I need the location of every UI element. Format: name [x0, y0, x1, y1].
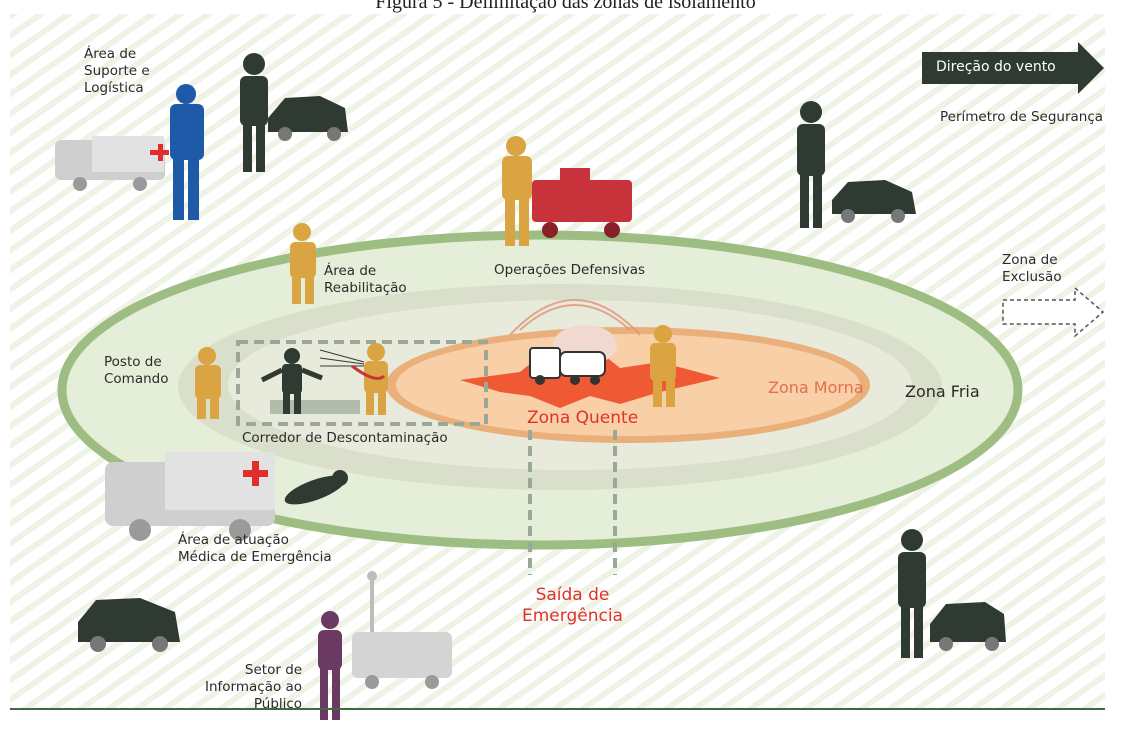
police-car-icon-bottom	[78, 598, 180, 652]
label-public-info: Setor de Informação ao Público	[205, 662, 303, 712]
police-officer-icon	[240, 53, 268, 172]
injured-person-icon	[284, 470, 348, 505]
decon-person-icon	[260, 348, 323, 414]
spray-lines	[319, 349, 365, 367]
label-warm-zone: Zona Morna	[768, 378, 864, 397]
label-safety-perimeter: Perímetro de Segurança	[940, 109, 1104, 125]
police-car-icon-bottom-right	[930, 602, 1006, 651]
decon-firefighter-icon	[364, 343, 388, 415]
shockwave-arcs	[509, 299, 641, 336]
wind-direction-arrow	[922, 42, 1104, 94]
tanker-truck-icon	[529, 325, 617, 385]
ambulance-icon-bottom	[105, 452, 275, 541]
label-exclusion-zone: Zona de Exclusão	[1002, 252, 1062, 285]
label-hot-zone: Zona Quente	[527, 408, 639, 428]
ambulance-icon-top	[55, 136, 169, 191]
label-wind-direction: Direção do vento	[936, 59, 1056, 75]
bottom-rule	[10, 708, 1105, 710]
public-info-person-icon	[318, 611, 342, 720]
info-vehicle-icon	[352, 571, 452, 689]
spray-hose	[351, 364, 386, 380]
rehab-firefighter-icon	[290, 223, 316, 304]
label-support-area: Área de Suporte e Logística	[84, 46, 150, 96]
decon-corridor-box	[236, 340, 488, 426]
firefighter-defensive-icon	[502, 136, 532, 246]
police-car-icon-right	[832, 180, 916, 223]
decon-mat	[270, 400, 360, 414]
hot-zone-firefighter-icon	[650, 325, 676, 407]
label-defensive-operations: Operações Defensivas	[494, 262, 646, 278]
label-medical-area: Área de atuação Médica de Emergência	[178, 532, 332, 565]
support-worker-icon	[170, 84, 204, 220]
exclusion-zone-arrow	[1002, 286, 1105, 338]
label-decon-corridor: Corredor de Descontaminação	[242, 430, 448, 446]
label-command-post: Posto de Comando	[104, 354, 169, 387]
fire-truck-icon	[532, 168, 632, 238]
command-firefighter-icon	[195, 347, 221, 419]
police-officer-icon-right	[797, 101, 825, 228]
label-cold-zone: Zona Fria	[905, 382, 980, 401]
figure-caption: Figura 5 - Delimitação das zonas de isol…	[375, 0, 756, 13]
police-car-icon	[268, 96, 348, 141]
label-emergency-exit: Saída de Emergência	[522, 585, 623, 626]
police-officer-icon-bottom	[898, 529, 926, 658]
label-rehab-area: Área de Reabilitação	[324, 263, 407, 296]
